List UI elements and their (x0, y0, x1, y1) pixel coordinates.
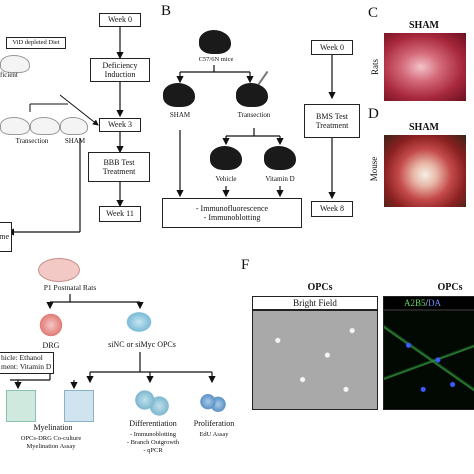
vitamin-d-label-b: Vitamin D (260, 176, 300, 184)
rat-spinal-cord-photo (384, 33, 466, 101)
fluorescence-micrograph (383, 310, 474, 410)
differentiation-cells-icon (134, 388, 170, 418)
sinc-label: siNC or siMyc OPCs (104, 341, 180, 350)
myelination-sub2: Myelination Assay (6, 443, 96, 450)
panel-c-letter: C (368, 5, 378, 22)
rat-icon (30, 117, 60, 135)
sham-label-b: SHAM (165, 112, 195, 120)
drg-neuron-icon (38, 312, 64, 338)
panel-c-side-label: Rats (370, 52, 380, 82)
myelination-culture-icon (6, 390, 36, 422)
assay-immunofluorescence: - Immunofluorescence (196, 204, 268, 213)
mouse-icon (236, 83, 268, 107)
proliferation-sub: EdU Assay (186, 431, 242, 438)
differentiation-sub2: - Branch Outgrowth (118, 439, 188, 446)
differentiation-label: Differentiation (118, 420, 188, 429)
transection-label-a: Transection (12, 138, 52, 146)
myelination-culture-icon (64, 390, 94, 422)
week0-box-a: Week 0 (99, 13, 141, 27)
p1-postnatal-label: P1 Postnatal Rats (30, 284, 110, 292)
rat-icon (0, 117, 30, 135)
myelination-sub1: OPCs-DRG Co-culture (6, 435, 96, 442)
panel-c-title: SHAM (384, 20, 464, 31)
mice-label: C57/6N mice (186, 56, 246, 63)
deficient-label: ficient (0, 72, 30, 80)
myelination-label: Myelination (18, 424, 88, 433)
partial-assay-box: me (0, 222, 12, 252)
mouse-spinal-cord-photo (384, 135, 466, 207)
differentiation-sub3: - qPCR (118, 447, 188, 454)
mouse-icon (199, 30, 231, 54)
week11-box: Week 11 (99, 206, 141, 222)
bright-field-micrograph (252, 310, 378, 410)
rat-icon (60, 117, 88, 135)
assay-immunoblotting: - Immunoblotting (204, 213, 261, 222)
week0-box-b: Week 0 (311, 40, 353, 55)
panel-f-col2-title: OPCs (420, 282, 474, 293)
panel-f-letter: F (241, 257, 249, 274)
panel-f-col1-title: OPCs (290, 282, 350, 293)
week8-box: Week 8 (311, 201, 353, 217)
fluorescence-header: A2B5/DA (383, 296, 474, 310)
panel-b-letter: B (161, 3, 171, 20)
bbb-test-box: BBB Test Treatment (88, 152, 150, 182)
differentiation-sub1: - Immunoblotting (118, 431, 188, 438)
sham-label-a: SHAM (60, 138, 90, 146)
proliferation-label: Proliferation (186, 420, 242, 429)
drg-label: DRG (34, 342, 68, 351)
treatment-vitamin-d-label: ment: Vitamin D (1, 363, 51, 372)
diet-box: ViD depleted Diet (6, 37, 66, 49)
a2b5-label: A2B5 (404, 298, 426, 308)
panel-d-letter: D (368, 106, 379, 123)
pup-icon (38, 258, 80, 282)
bright-field-header: Bright Field (252, 296, 378, 310)
opc-cell-icon (124, 310, 154, 334)
panel-d-title: SHAM (384, 122, 464, 133)
proliferation-cells-icon (196, 390, 230, 416)
mouse-icon (210, 146, 242, 170)
bms-test-box: BMS Test Treatment (304, 104, 360, 138)
assay-box-b: - Immunofluorescence - Immunoblotting (162, 198, 302, 228)
deficiency-induction-box: Deficiency Induction (90, 58, 150, 82)
transection-label-b: Transection (230, 112, 278, 120)
week3-box: Week 3 (99, 118, 141, 132)
dapi-label: DA (428, 298, 441, 308)
mouse-icon (264, 146, 296, 170)
mouse-icon (163, 83, 195, 107)
vehicle-label: Vehicle (208, 176, 244, 184)
treatment-box-e: hicle: Ethanol ment: Vitamin D (0, 352, 54, 374)
panel-d-side-label: Mouse (369, 151, 379, 187)
